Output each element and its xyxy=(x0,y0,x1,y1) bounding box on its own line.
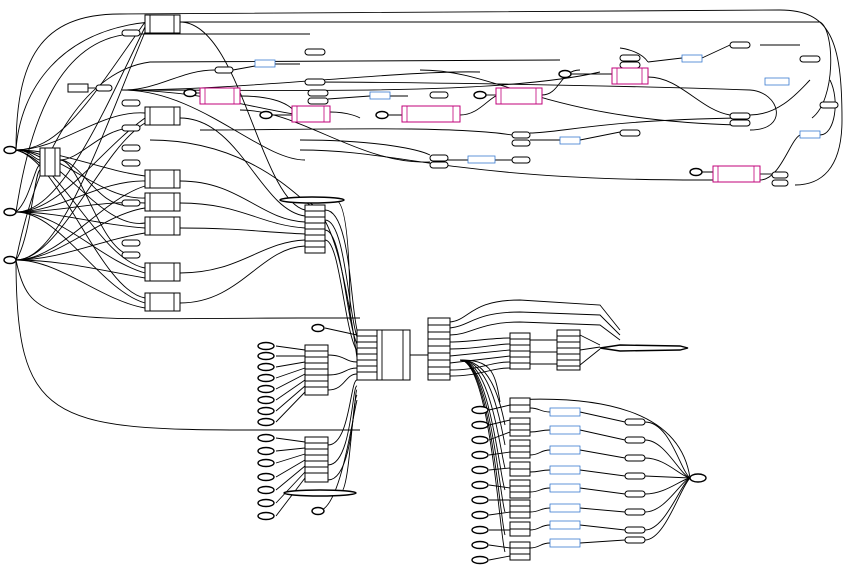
logic-cell xyxy=(67,83,89,93)
bus-column-left-upper xyxy=(304,344,329,396)
logic-cell xyxy=(144,262,181,282)
bus-column-main-in xyxy=(356,329,378,381)
input-port xyxy=(311,506,325,516)
input-port xyxy=(311,323,325,333)
net-label-right xyxy=(599,344,689,352)
dff-cell xyxy=(291,105,331,123)
logic-cell xyxy=(39,147,61,177)
logic-cell xyxy=(144,106,181,126)
bus-column-main-out xyxy=(427,317,451,381)
input-port xyxy=(375,110,389,120)
dff-cell xyxy=(199,87,241,105)
dff-cell xyxy=(495,87,543,105)
dff-cell xyxy=(712,165,761,183)
input-port xyxy=(3,145,17,155)
buffer-cells xyxy=(254,54,821,548)
input-port xyxy=(183,88,197,98)
port-nodes xyxy=(3,69,707,565)
main-cell xyxy=(376,329,411,381)
logic-cell xyxy=(144,169,181,189)
input-port xyxy=(689,167,703,177)
bus-columns xyxy=(304,204,581,561)
bus-column-right-b xyxy=(556,329,581,371)
input-port xyxy=(3,255,17,265)
logic-cell xyxy=(144,292,181,312)
bus-column-top-mid xyxy=(304,204,326,254)
logic-cell xyxy=(144,192,181,212)
net-label-bars xyxy=(279,196,689,497)
logic-cell xyxy=(144,216,181,236)
output-port xyxy=(689,473,707,483)
wires xyxy=(15,9,843,561)
bus-column-left-lower xyxy=(304,436,329,483)
net-label-top-mid xyxy=(279,196,345,204)
net-label-bottom xyxy=(283,489,357,497)
dff-cell xyxy=(611,67,649,85)
mini-bus-group xyxy=(509,397,531,561)
dff-cell xyxy=(401,105,461,123)
dff-cells xyxy=(199,67,761,183)
logic-cell xyxy=(144,14,181,34)
signal-tags xyxy=(95,29,839,544)
logic-cells xyxy=(39,14,181,312)
input-port xyxy=(3,207,17,217)
input-port xyxy=(259,110,273,120)
bus-column-right-a xyxy=(509,332,531,370)
input-port xyxy=(558,69,572,79)
left-input-ports xyxy=(257,341,275,521)
bottom-right-input-ports xyxy=(471,405,489,565)
input-port xyxy=(473,90,487,100)
